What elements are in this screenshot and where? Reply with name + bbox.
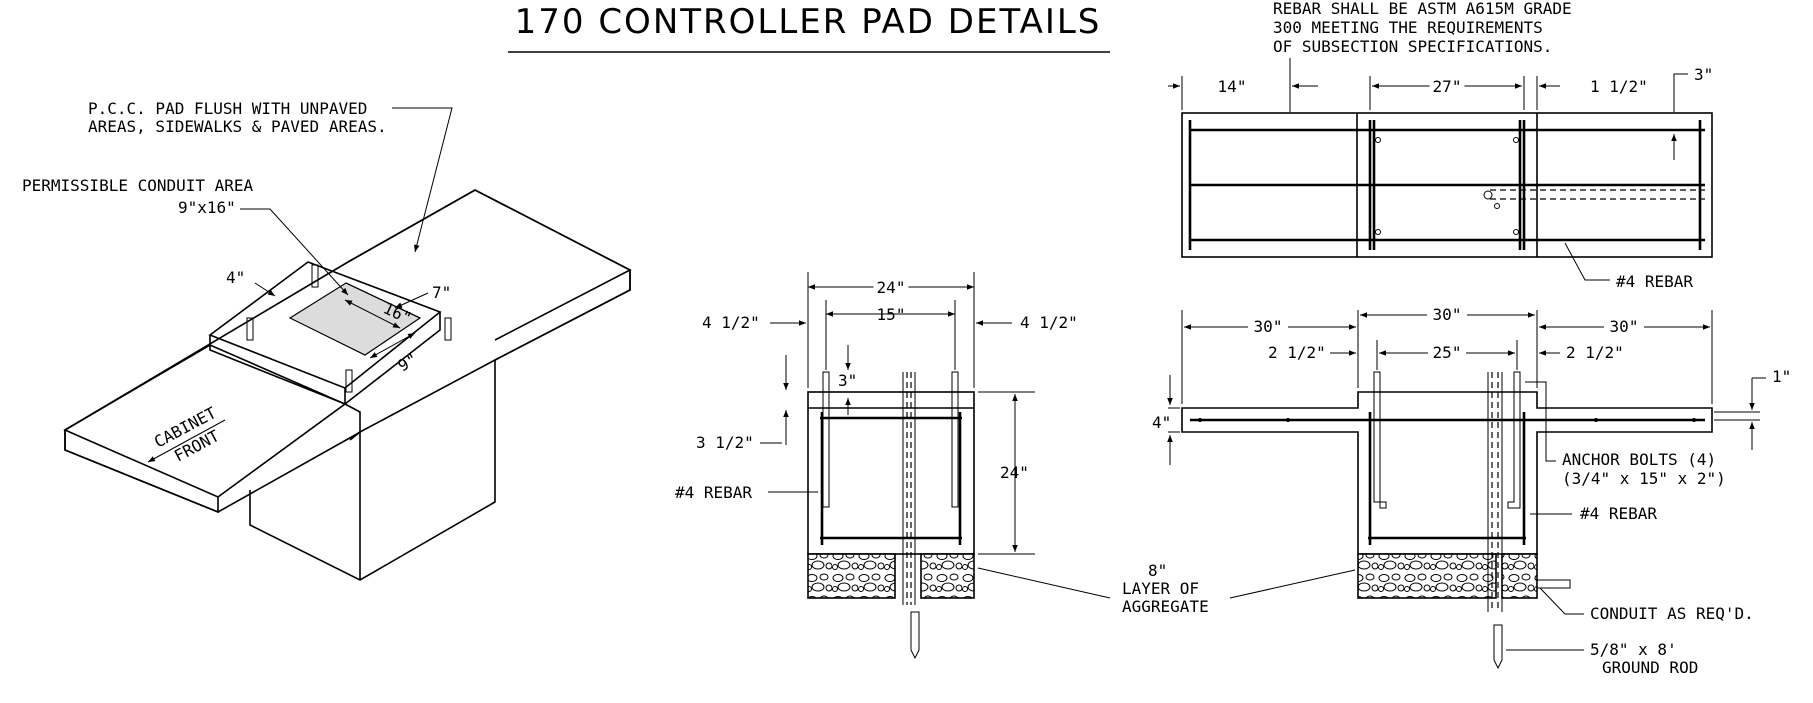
- isometric-view: [63, 189, 632, 581]
- section-dim-24-height: 24": [1000, 463, 1029, 482]
- plan-dim-14: 14": [1218, 77, 1247, 96]
- section-view: [807, 371, 975, 660]
- elev-dim-2-1-2-right: 2 1/2": [1566, 343, 1624, 362]
- plan-dim-1-1-2: 1 1/2": [1590, 77, 1648, 96]
- section-dim-right-4-1-2: 4 1/2": [1020, 313, 1078, 332]
- elev-dim-30-right: 30": [1610, 317, 1639, 336]
- section-rebar-label: #4 REBAR: [675, 483, 752, 502]
- elev-dim-30-left: 30": [1254, 317, 1283, 336]
- iso-dim-9: 9": [395, 349, 421, 375]
- section-dim-15: 15": [877, 305, 906, 324]
- rebar-spec-line2: 300 MEETING THE REQUIREMENTS: [1273, 18, 1543, 37]
- plan-dimensions: 14" 27" 1 1/2" 3" #4 REBAR: [1168, 65, 1713, 291]
- aggregate-callout: 8" LAYER OF AGGREGATE: [977, 561, 1356, 616]
- elev-dim-4: 4": [1152, 413, 1171, 432]
- conduit-area-note-line1: PERMISSIBLE CONDUIT AREA: [22, 176, 254, 195]
- rebar-spec-line3: OF SUBSECTION SPECIFICATIONS.: [1273, 37, 1552, 56]
- section-dim-24: 24": [877, 278, 906, 297]
- plan-dim-27: 27": [1433, 77, 1462, 96]
- pcc-pad-leader: [392, 107, 453, 253]
- isometric-labels: P.C.C. PAD FLUSH WITH UNPAVED AREAS, SID…: [22, 99, 453, 466]
- plan-view: REBAR SHALL BE ASTM A615M GRADE 300 MEET…: [1181, 0, 1713, 258]
- section-dim-3-1-2: 3 1/2": [696, 433, 754, 452]
- elevation-rebar-label: #4 REBAR: [1580, 504, 1657, 523]
- aggregate-note-line1: 8": [1148, 561, 1167, 580]
- elevation-dimensions: 30" 30" 30" 2 1/2" 25" 2 1/2" 4" 1": [1152, 305, 1791, 465]
- ground-rod-note-line2: GROUND ROD: [1602, 658, 1698, 677]
- section-dim-left-4-1-2: 4 1/2": [702, 313, 760, 332]
- ground-rod-note-line1: 5/8" x 8': [1590, 640, 1677, 659]
- iso-dim-7: 7": [432, 283, 451, 302]
- rebar-spec-line1: REBAR SHALL BE ASTM A615M GRADE: [1273, 0, 1572, 18]
- drawing-title: 170 CONTROLLER PAD DETAILS: [515, 2, 1102, 42]
- pcc-pad-note-line2: AREAS, SIDEWALKS & PAVED AREAS.: [88, 117, 387, 136]
- elev-dim-30-center: 30": [1433, 305, 1462, 324]
- elevation-view: [1181, 371, 1713, 670]
- elev-dim-2-1-2-left: 2 1/2": [1268, 343, 1326, 362]
- anchor-bolts-note-line2: (3/4" x 15" x 2"): [1562, 469, 1726, 488]
- conduit-area-note-line2: 9"x16": [178, 198, 236, 217]
- section-dimensions: 24" 15" 4 1/2" 4 1/2" 3" 3 1/2" 24" #4 R…: [675, 272, 1078, 555]
- conduit-area-leader: [240, 208, 349, 296]
- elevation-callouts: ANCHOR BOLTS (4) (3/4" x 15" x 2") #4 RE…: [1506, 381, 1754, 677]
- elev-dim-25: 25": [1433, 343, 1462, 362]
- elev-dim-1: 1": [1772, 367, 1791, 386]
- pcc-pad-note-line1: P.C.C. PAD FLUSH WITH UNPAVED: [88, 99, 367, 118]
- plan-rebar-leader: [1564, 242, 1610, 281]
- anchor-bolts-note-line1: ANCHOR BOLTS (4): [1562, 450, 1716, 469]
- plan-dim-3: 3": [1694, 65, 1713, 84]
- aggregate-note-line2: LAYER OF: [1122, 579, 1199, 598]
- iso-dim-4: 4": [226, 268, 245, 287]
- conduit-note: CONDUIT AS REQ'D.: [1590, 604, 1754, 623]
- plan-rebar-label: #4 REBAR: [1616, 272, 1693, 291]
- section-dim-3: 3": [838, 371, 857, 390]
- aggregate-note-line3: AGGREGATE: [1122, 597, 1209, 616]
